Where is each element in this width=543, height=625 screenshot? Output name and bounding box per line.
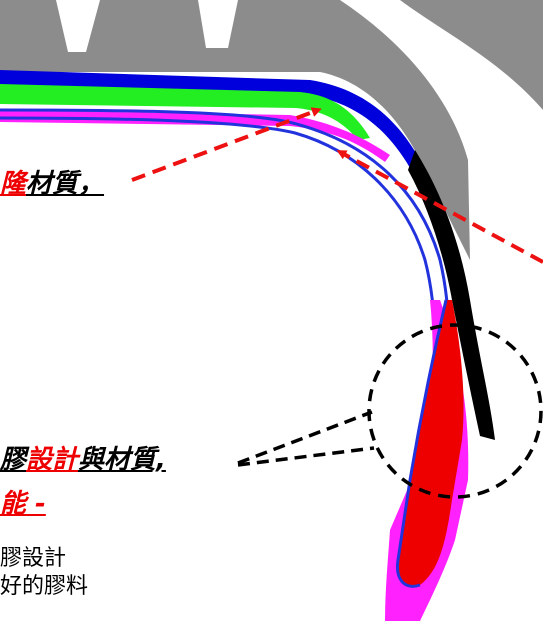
red-arrow-right — [336, 150, 543, 264]
tread-rubber — [0, 0, 543, 260]
pointer-line-upper — [237, 410, 373, 465]
pointer-line-lower — [237, 446, 375, 467]
mid-label-red: 設計 — [26, 445, 79, 475]
top-label-black: 材質， — [26, 169, 105, 199]
mid-label-black-1: 膠 — [0, 445, 27, 475]
tread-groove-1 — [56, 0, 100, 52]
highlight-circle — [367, 323, 543, 499]
note-line-1: 膠設計 — [0, 546, 67, 571]
belt-green — [0, 84, 370, 140]
top-label-red: 隆 — [0, 169, 27, 199]
note-line-2: 好的膠料 — [0, 574, 89, 599]
mid-label-black-2: 與材質, — [78, 445, 166, 475]
tread-groove-2 — [198, 0, 238, 48]
bead-apex-red — [397, 300, 464, 587]
red-arrow-left — [131, 107, 322, 182]
mid2-label-red: 能 - — [0, 489, 46, 519]
belt-blue-outer — [0, 70, 420, 168]
sidewall-black — [408, 150, 495, 440]
bead-outline — [395, 299, 448, 588]
